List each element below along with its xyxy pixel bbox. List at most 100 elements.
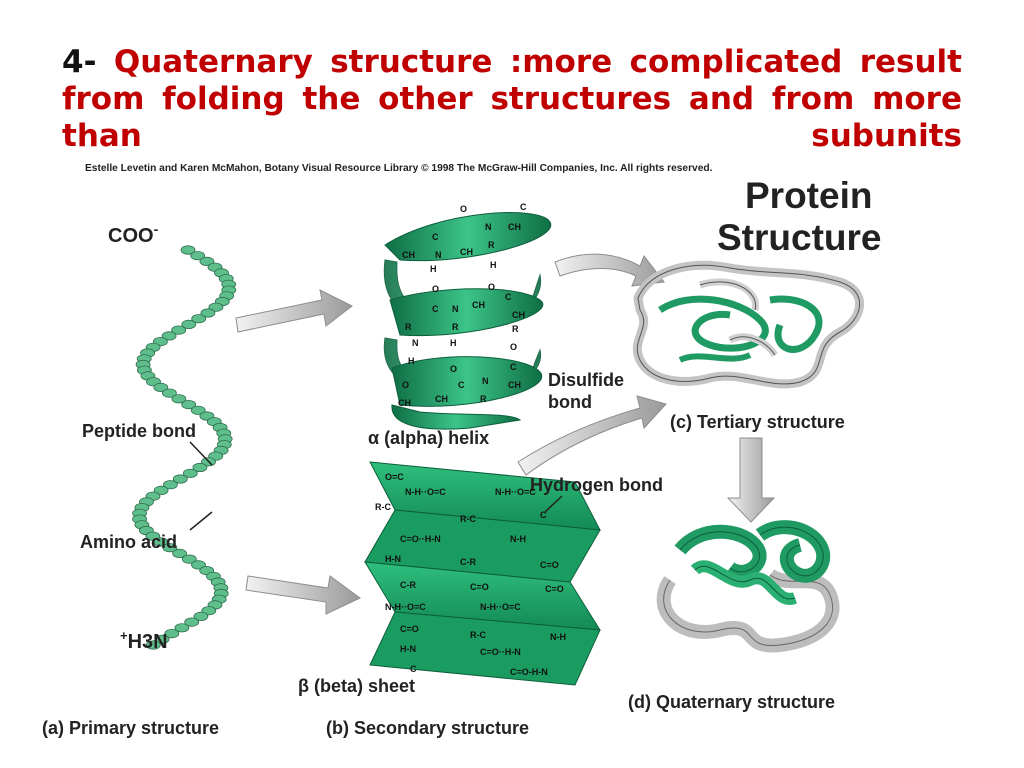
svg-text:O: O	[460, 204, 467, 214]
arrow-sheet-to-tertiary	[517, 395, 667, 476]
amino-acid-bead	[172, 474, 188, 484]
svg-text:C=O: C=O	[470, 582, 489, 592]
title-number: 4-	[62, 44, 97, 80]
coo-label: COO-	[108, 221, 159, 247]
protein-structure-figure: Estelle Levetin and Karen McMahon, Botan…	[40, 150, 980, 750]
amino-acid-bead	[200, 308, 216, 318]
figure-heading-line1: Protein	[745, 175, 872, 216]
tertiary-label: (c) Tertiary structure	[670, 412, 845, 432]
h3n-label: +H3N	[120, 628, 168, 653]
svg-text:R: R	[480, 394, 487, 404]
svg-text:CH: CH	[398, 398, 411, 408]
disulfide-label-line2: bond	[548, 392, 592, 412]
svg-text:H-N: H-N	[400, 644, 416, 654]
hydrogen-bond-label: Hydrogen bond	[530, 475, 663, 495]
amino-acid-bead	[193, 611, 209, 621]
amino-acid-bead	[181, 400, 197, 410]
amino-acid-bead	[153, 485, 169, 495]
title-text: Quaternary structure :more complicated r…	[62, 44, 963, 154]
tertiary-structure	[632, 260, 864, 389]
amino-acid-bead	[162, 480, 178, 490]
svg-text:N-H: N-H	[550, 632, 566, 642]
amino-acid-bead	[192, 462, 208, 473]
quaternary-label: (d) Quaternary structure	[628, 692, 835, 712]
svg-text:C: C	[520, 202, 527, 212]
svg-text:N-H··O=C: N-H··O=C	[405, 487, 446, 497]
primary-structure-chain	[132, 245, 237, 650]
svg-text:H: H	[408, 356, 415, 366]
svg-text:C: C	[510, 362, 517, 372]
amino-acid-bead	[153, 537, 169, 547]
secondary-label: (b) Secondary structure	[326, 718, 529, 738]
arrow-helix-to-tertiary	[554, 253, 665, 287]
amino-acid-bead	[145, 531, 161, 541]
amino-acid-bead	[154, 634, 170, 644]
amino-acid-bead	[161, 331, 177, 341]
hydrogen-bond-pointer	[544, 495, 563, 513]
amino-acid-bead	[184, 617, 200, 627]
svg-text:C=O··H-N: C=O··H-N	[480, 647, 521, 657]
slide-title: 4- Quaternary structure :more complicate…	[62, 44, 962, 155]
svg-text:H: H	[490, 260, 497, 270]
arrow-tertiary-to-quaternary	[726, 437, 776, 523]
disulfide-label-line1: Disulfide	[548, 370, 624, 390]
svg-text:CH: CH	[508, 380, 521, 390]
svg-text:CH: CH	[460, 247, 473, 257]
svg-text:CH: CH	[512, 310, 525, 320]
svg-text:R: R	[488, 240, 495, 250]
svg-text:CH: CH	[508, 222, 521, 232]
amino-acid-pointer	[189, 511, 213, 531]
peptide-bond-label: Peptide bond	[82, 421, 196, 441]
beta-sheet-label: β (beta) sheet	[298, 676, 415, 696]
arrow-primary-to-sheet	[245, 575, 361, 615]
amino-acid-bead	[191, 314, 207, 324]
amino-acid-label: Amino acid	[80, 532, 177, 552]
amino-acid-bead	[208, 302, 224, 312]
alpha-helix-label: α (alpha) helix	[368, 428, 489, 448]
amino-acid-bead	[190, 251, 206, 261]
amino-acid-beads	[132, 245, 237, 650]
amino-acid-bead	[145, 640, 161, 650]
amino-acid-bead	[153, 382, 169, 392]
svg-text:C-R: C-R	[400, 580, 416, 590]
svg-text:C: C	[410, 664, 417, 674]
svg-text:N: N	[485, 222, 492, 232]
amino-acid-bead	[180, 245, 196, 255]
figure-heading-line2: Structure	[717, 217, 881, 258]
svg-text:C=O··H-N: C=O··H-N	[400, 534, 441, 544]
svg-text:N-H··O=C: N-H··O=C	[385, 602, 426, 612]
amino-acid-bead	[181, 554, 197, 564]
peptide-bond-pointer	[189, 441, 213, 466]
svg-text:C=O: C=O	[400, 624, 419, 634]
svg-text:C-R: C-R	[460, 557, 476, 567]
svg-text:N-H··O=C: N-H··O=C	[480, 602, 521, 612]
svg-text:C: C	[505, 292, 512, 302]
svg-text:CH: CH	[435, 394, 448, 404]
svg-text:N: N	[452, 304, 459, 314]
svg-text:CH: CH	[472, 300, 485, 310]
amino-acid-bead	[182, 468, 198, 478]
svg-text:R-C: R-C	[460, 514, 476, 524]
svg-text:C: C	[432, 304, 439, 314]
figure-credit: Estelle Levetin and Karen McMahon, Botan…	[85, 163, 713, 174]
quaternary-structure	[656, 520, 840, 653]
amino-acid-bead	[164, 628, 180, 639]
svg-text:C: C	[458, 380, 465, 390]
svg-text:N: N	[435, 250, 442, 260]
svg-text:H-N: H-N	[385, 554, 401, 564]
svg-text:C=O: C=O	[545, 584, 564, 594]
amino-acid-bead	[190, 405, 206, 415]
svg-text:R: R	[512, 324, 519, 334]
svg-text:C: C	[540, 510, 547, 520]
svg-text:N: N	[482, 376, 489, 386]
svg-text:O: O	[450, 364, 457, 374]
svg-text:O: O	[510, 342, 517, 352]
svg-text:R-C: R-C	[375, 502, 391, 512]
amino-acid-bead	[161, 388, 177, 398]
svg-text:O: O	[488, 282, 495, 292]
svg-text:C=O: C=O	[540, 560, 559, 570]
primary-label: (a) Primary structure	[42, 718, 219, 738]
svg-text:O: O	[432, 284, 439, 294]
